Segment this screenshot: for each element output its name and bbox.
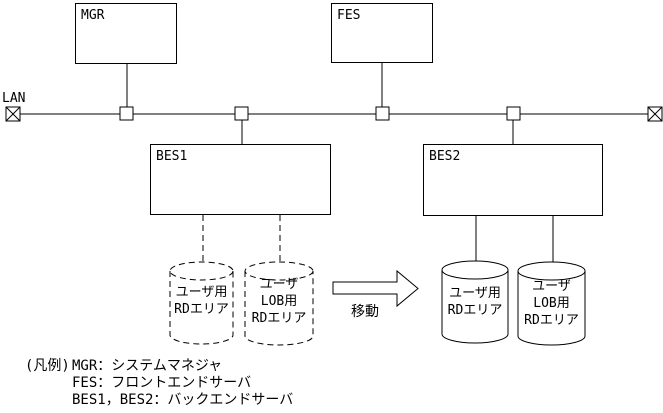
lan-tap-fes-icon bbox=[375, 106, 390, 121]
cylinder-bes2-user-label: ユーザ用 RDエリア bbox=[447, 286, 503, 318]
bes1-label: BES1 bbox=[156, 149, 188, 164]
cylinder-bes1-user-label: ユーザ用 RDエリア bbox=[174, 285, 229, 317]
move-arrow-label: 移動 bbox=[351, 304, 379, 320]
bes2-box: BES2 bbox=[423, 144, 603, 216]
fes-label: FES bbox=[337, 8, 361, 23]
lan-tap-bes1-icon bbox=[234, 106, 249, 121]
mgr-label: MGR bbox=[81, 8, 105, 23]
lan-tap-mgr-icon bbox=[119, 106, 134, 121]
legend-title: (凡例) bbox=[25, 358, 70, 374]
bes2-label: BES2 bbox=[429, 149, 461, 164]
cylinder-bes1-lob-icon bbox=[244, 261, 314, 346]
mgr-box: MGR bbox=[75, 3, 177, 64]
lan-tap-bes2-icon bbox=[506, 106, 521, 121]
lan-terminator-left-icon bbox=[5, 106, 21, 122]
lan-label: LAN bbox=[2, 91, 26, 106]
move-arrow-icon bbox=[332, 269, 419, 308]
fes-box: FES bbox=[331, 3, 433, 63]
lan-terminator-right-icon bbox=[647, 106, 663, 122]
cylinder-bes1-user-icon bbox=[169, 261, 234, 345]
legend-entry-fes: FES：フロントエンドサーバ bbox=[72, 375, 252, 391]
legend-entry-bes: BES1，BES2：バックエンドサーバ bbox=[72, 392, 294, 408]
bes1-box: BES1 bbox=[150, 144, 331, 215]
cylinder-bes1-lob-label: ユーザ LOB用 RDエリア bbox=[251, 277, 307, 326]
legend-entry-mgr: MGR：システムマネジャ bbox=[72, 358, 223, 374]
cylinder-bes2-user-icon bbox=[441, 260, 509, 344]
cylinder-bes2-lob-label: ユーザ LOB用 RDエリア bbox=[524, 279, 579, 328]
cylinder-bes2-lob-icon bbox=[517, 261, 586, 346]
